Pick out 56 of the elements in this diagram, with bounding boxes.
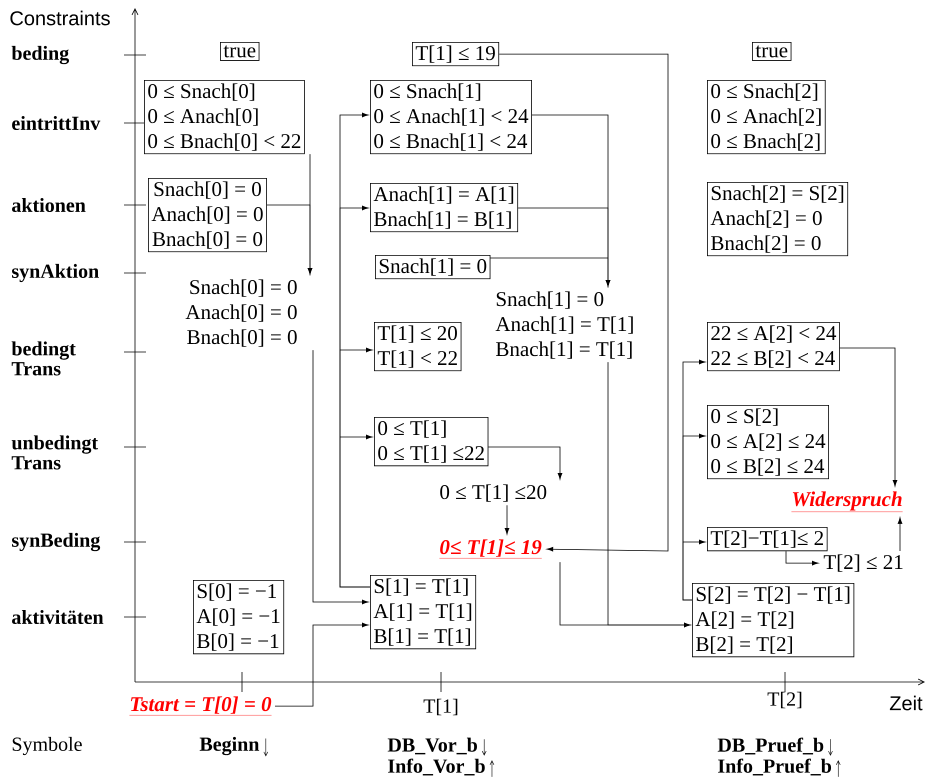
arrow — [786, 550, 818, 566]
result-text: Tstart = T[0] = 0 — [129, 696, 272, 716]
constraint-box: S[1] = T[1] A[1] = T[1] B[1] = T[1] — [370, 575, 476, 650]
arrow — [312, 350, 368, 604]
constraint-box: T[1] ≤ 19 — [412, 42, 500, 66]
axis-label: Zeit — [890, 696, 922, 710]
row-label: aktionen — [12, 198, 86, 212]
constraint-box: Anach[1] = A[1] Bnach[1] = B[1] — [370, 183, 518, 232]
constraint-box: 0 ≤ Snach[2] 0 ≤ Anach[2] 0 ≤ Bnach[2] — [707, 80, 826, 154]
symbol-label: Info_Vor_b — [388, 758, 485, 776]
arrow — [266, 204, 312, 274]
row-label: unbedingt Trans — [12, 435, 98, 470]
constraint-text: Snach[1] = 0 Anach[1] = T[1] Bnach[1] = T[1] — [496, 291, 633, 359]
arrow — [839, 348, 898, 486]
symbol-label: DB_Vor_b — [388, 738, 477, 754]
row-label: aktivitäten — [12, 610, 104, 624]
constraint-text: T[2] ≤ 21 — [824, 554, 902, 572]
result-text: 0≤ T[1]≤ 19 — [439, 539, 542, 558]
row-label: eintrittInv — [12, 116, 100, 130]
constraint-box: 0 ≤ Snach[1] 0 ≤ Anach[1] < 24 0 ≤ Bnach[1] < 24 — [370, 80, 532, 154]
constraint-box: 0 ≤ S[2] 0 ≤ A[2] ≤ 24 0 ≤ B[2] ≤ 24 — [707, 405, 829, 480]
symbol-label: DB_Pruef_b — [718, 738, 824, 754]
constraint-box: Snach[0] = 0 Anach[0] = 0 Bnach[0] = 0 — [148, 178, 267, 252]
axis-label: T[1] — [424, 698, 458, 716]
row-label: beding — [12, 46, 69, 64]
constraint-box: T[2]−T[1]≤ 2 — [707, 527, 828, 552]
arrow — [490, 258, 610, 286]
row-label: synAktion — [12, 264, 99, 282]
constraint-box: Snach[2] = S[2] Anach[2] = 0 Bnach[2] = 0 — [707, 182, 848, 256]
constraint-box: Snach[1] = 0 — [375, 255, 490, 280]
symbol-label: Info_Pruef_b — [718, 758, 832, 776]
arrow — [898, 517, 902, 552]
arrow — [498, 54, 668, 552]
axis-label: T[2] — [768, 692, 802, 708]
row-label: synBeding — [12, 532, 100, 552]
arrow — [560, 562, 690, 628]
constraint-text: Snach[0] = 0 Anach[0] = 0 Bnach[0] = 0 — [186, 279, 297, 347]
constraint-box: 22 ≤ A[2] < 24 22 ≤ B[2] < 24 — [707, 322, 840, 372]
arrow — [682, 540, 706, 600]
constraint-box: S[2] = T[2] − T[1] A[2] = T[2] B[2] = T[2] — [692, 583, 854, 658]
constraint-text: 0 ≤ T[1] ≤20 — [440, 484, 546, 502]
constraint-box: S[0] = −1 A[0] = −1 B[0] = −1 — [193, 580, 284, 654]
symbol-label: Symbole — [12, 736, 82, 756]
arrow — [488, 446, 562, 480]
result-text: Widerspruch — [791, 491, 903, 512]
constraint-box: 0 ≤ Snach[0] 0 ≤ Anach[0] 0 ≤ Bnach[0] < 22 — [144, 80, 305, 154]
row-label: bedingt Trans — [12, 341, 76, 376]
axis-label: Constraints — [10, 10, 110, 26]
arrow — [504, 504, 510, 534]
constraint-box: true — [752, 42, 792, 61]
constraint-box: true — [220, 42, 260, 61]
symbol-label: Beginn — [200, 736, 260, 756]
constraint-box: T[1] ≤ 20 T[1] < 22 — [374, 322, 462, 372]
arrow — [340, 434, 372, 588]
constraint-box: 0 ≤ T[1] 0 ≤ T[1] ≤22 — [374, 417, 488, 466]
arrow — [274, 622, 368, 706]
